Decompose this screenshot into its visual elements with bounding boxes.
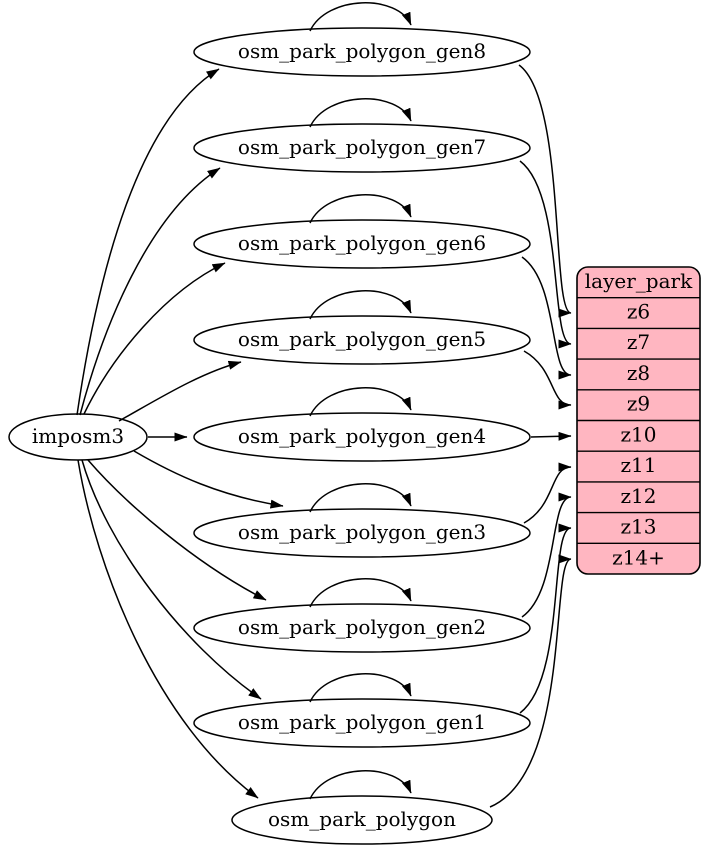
polygon-ellipse	[231, 795, 493, 845]
gen6-ellipse	[193, 219, 531, 269]
gen7-ellipse	[193, 123, 531, 173]
self-loop-polygon	[309, 770, 412, 800]
gen7-label: osm_park_polygon_gen7	[238, 135, 486, 159]
edge-imposm3-to-polygon	[77, 459, 259, 799]
gen2-label: osm_park_polygon_gen2	[238, 615, 486, 639]
layer-park-row-z8: z8	[627, 361, 650, 385]
gen5-ellipse	[193, 315, 531, 365]
layer-park-row-z11: z11	[621, 453, 657, 477]
self-loop-gen7	[309, 98, 412, 128]
edge-gen7-to-z7	[519, 160, 572, 349]
layer-park-row-z10: z10	[621, 423, 657, 447]
gen1-ellipse	[193, 698, 531, 748]
layer-park-row-z13: z13	[621, 515, 657, 539]
self-loop-gen6	[309, 194, 412, 224]
gen8-label: osm_park_polygon_gen8	[238, 39, 486, 63]
gen5-label: osm_park_polygon_gen5	[238, 327, 486, 351]
self-loop-gen8	[309, 2, 412, 32]
layer-park-row-z7: z7	[627, 330, 650, 354]
edge-polygon-to-z14	[489, 554, 572, 808]
edge-imposm3-to-gen6	[83, 262, 226, 415]
edges-from-imposm3	[76, 68, 284, 799]
edges-to-layer-park	[489, 64, 572, 808]
gen6-label: osm_park_polygon_gen6	[238, 231, 486, 255]
node-osm-park-polygon-gen3: osm_park_polygon_gen3	[193, 508, 531, 558]
layer-park-row-z9: z9	[627, 392, 650, 416]
node-osm-park-polygon-gen1: osm_park_polygon_gen1	[193, 698, 531, 748]
node-imposm3: imposm3	[8, 413, 148, 461]
node-osm-park-polygon-gen5: osm_park_polygon_gen5	[193, 315, 531, 365]
edge-gen5-to-z9	[523, 350, 572, 410]
node-osm-park-polygon-gen2: osm_park_polygon_gen2	[193, 603, 531, 653]
gen4-label: osm_park_polygon_gen4	[238, 424, 486, 448]
gen2-ellipse	[193, 603, 531, 653]
edge-gen3-to-z11	[523, 462, 572, 524]
edge-imposm3-to-gen8	[76, 68, 220, 416]
node-osm-park-polygon-gen7: osm_park_polygon_gen7	[193, 123, 531, 173]
gen3-ellipse	[193, 508, 531, 558]
gen1-label: osm_park_polygon_gen1	[238, 710, 486, 734]
self-loop-gen5	[309, 290, 412, 320]
layer-park-header: layer_park	[585, 269, 693, 293]
edge-gen2-to-z12	[521, 492, 572, 618]
layer-park-row-z14: z14+	[612, 546, 665, 570]
polygon-label: osm_park_polygon	[268, 807, 456, 831]
layer-park-row-z6: z6	[627, 300, 650, 324]
gen3-label: osm_park_polygon_gen3	[238, 520, 486, 544]
node-osm-park-polygon-gen6: osm_park_polygon_gen6	[193, 219, 531, 269]
self-loop-gen1	[309, 673, 412, 703]
gen4-ellipse	[193, 412, 531, 462]
layer-park-row-z12: z12	[621, 484, 657, 508]
self-loop-gen3	[309, 483, 412, 513]
edge-imposm3-to-gen1	[81, 459, 262, 700]
edge-gen4-to-z10	[530, 431, 572, 441]
edge-imposm3-to-gen7	[79, 167, 221, 416]
edge-imposm3-to-gen5	[118, 360, 242, 422]
edge-gen6-to-z8	[521, 256, 572, 380]
node-osm-park-polygon-gen4: osm_park_polygon_gen4	[193, 412, 531, 462]
self-loop-gen4	[309, 387, 412, 417]
edge-gen8-to-z6	[518, 64, 572, 318]
edge-imposm3-to-gen2	[87, 459, 267, 601]
edge-gen1-to-z13	[519, 523, 572, 714]
self-loops	[309, 2, 412, 800]
self-loop-gen2	[309, 578, 412, 608]
node-layer-park-table: layer_park z6 z7 z8 z9 z10 z11 z12 z13 z…	[576, 266, 701, 575]
node-osm-park-polygon-gen8: osm_park_polygon_gen8	[193, 27, 531, 77]
imposm3-label: imposm3	[32, 424, 124, 448]
node-osm-park-polygon: osm_park_polygon	[231, 795, 493, 845]
edge-imposm3-to-gen3	[133, 450, 284, 509]
gen8-ellipse	[193, 27, 531, 77]
